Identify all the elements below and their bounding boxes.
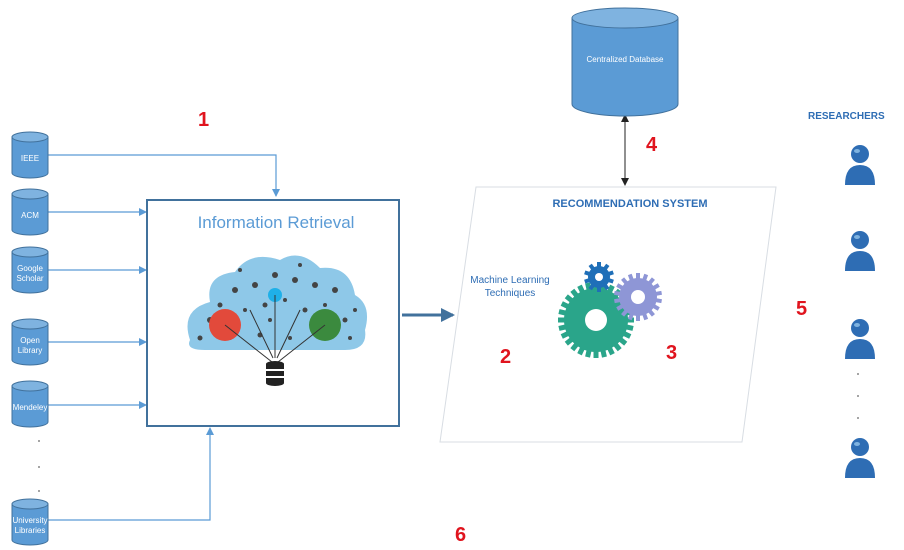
centralized-database-label: Centralized Database <box>586 55 664 64</box>
database-icon <box>11 246 49 294</box>
source-label: IEEE <box>20 154 40 163</box>
source-label: Google Scholar <box>16 264 44 283</box>
ieee-connector <box>48 154 280 197</box>
university-connector <box>48 427 214 521</box>
information-retrieval-title: Information Retrieval <box>197 213 355 232</box>
person-icon <box>845 231 875 271</box>
person-icon <box>845 145 875 185</box>
step-number-5: 5 <box>796 298 808 320</box>
machine-learning-label: Machine Learning Techniques <box>470 275 550 299</box>
gears-icon <box>558 262 662 358</box>
ellipsis-dot <box>857 395 859 397</box>
cloud-network-icon <box>187 255 368 386</box>
person-icon <box>845 438 875 478</box>
ellipsis-dot <box>38 466 40 468</box>
ellipsis-dot <box>857 373 859 375</box>
database-icon <box>11 380 49 428</box>
source-label: University Libraries <box>12 516 48 535</box>
source-label: Open Library <box>17 336 43 355</box>
source-label: Mendeley <box>12 403 48 412</box>
database-icon <box>11 318 49 366</box>
information-retrieval-box <box>146 199 400 427</box>
source-label: ACM <box>21 211 39 220</box>
database-icon <box>11 131 49 179</box>
researchers-label: RESEARCHERS <box>808 111 885 122</box>
database-icon <box>11 498 49 546</box>
ellipsis-dot <box>857 417 859 419</box>
step-number-3: 3 <box>666 342 678 364</box>
ellipsis-dot <box>38 490 40 492</box>
step-number-1: 1 <box>198 109 210 131</box>
centralized-database-icon <box>571 7 679 117</box>
database-icon <box>11 188 49 236</box>
step-number-6: 6 <box>455 524 467 546</box>
person-icon <box>845 319 875 359</box>
recommendation-system-title: RECOMMENDATION SYSTEM <box>552 198 708 210</box>
ellipsis-dot <box>38 440 40 442</box>
step-number-2: 2 <box>500 346 512 368</box>
step-number-4: 4 <box>646 134 658 156</box>
